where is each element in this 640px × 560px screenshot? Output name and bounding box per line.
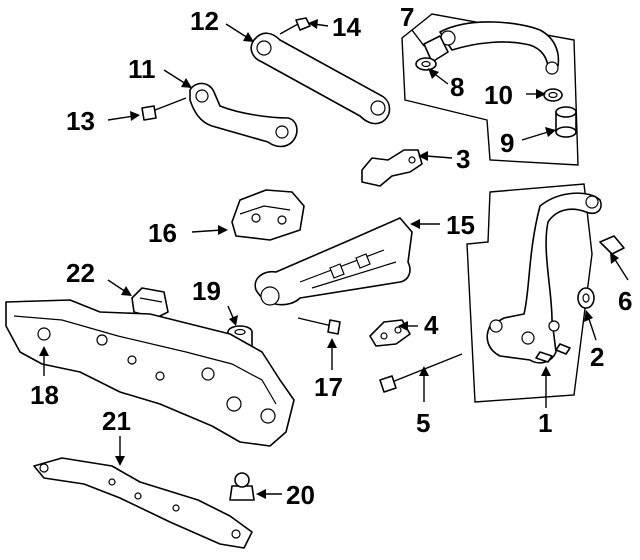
callout-16: 16 <box>148 218 177 248</box>
callout-5: 5 <box>416 408 430 438</box>
callout-2: 2 <box>590 342 604 372</box>
callout-11: 11 <box>128 54 156 84</box>
suspension-mount <box>231 189 305 241</box>
ball-joint <box>229 472 255 501</box>
long-bolt <box>379 353 463 393</box>
callout-18: 18 <box>30 380 59 410</box>
crossmember-bracket <box>131 287 169 319</box>
upper-link <box>250 32 391 125</box>
callout-17: 17 <box>314 372 343 402</box>
upper-control-arm <box>439 21 560 75</box>
knuckle-bolts <box>535 343 571 363</box>
callout-6: 6 <box>618 286 632 316</box>
callout-3: 3 <box>456 144 470 174</box>
knuckle-bushing <box>577 287 595 309</box>
crossmember-bolt <box>297 317 341 335</box>
callout-10: 10 <box>484 80 513 110</box>
callout-14: 14 <box>332 12 361 42</box>
callout-12: 12 <box>190 6 219 36</box>
washer <box>543 88 563 102</box>
callout-19: 19 <box>192 276 221 306</box>
callout-13: 13 <box>66 106 95 136</box>
callout-7: 7 <box>400 2 414 32</box>
upper-arm-bushing <box>415 35 449 71</box>
callout-20: 20 <box>286 480 315 510</box>
rear-crossmember <box>5 299 295 447</box>
link-bolt <box>279 17 311 35</box>
lower-link <box>189 82 298 148</box>
lower-stiffener <box>33 457 253 549</box>
callout-9: 9 <box>500 128 514 158</box>
callout-1: 1 <box>538 408 552 438</box>
callout-8: 8 <box>450 72 464 102</box>
leader-lines <box>39 19 629 499</box>
trailing-arm <box>254 217 413 306</box>
callout-22: 22 <box>66 258 95 288</box>
callout-21: 21 <box>102 406 131 436</box>
rear-knuckle <box>486 192 602 364</box>
callout-labels: 1 2 3 4 5 6 7 8 9 10 11 12 13 14 15 16 1… <box>30 2 632 510</box>
arm-bushing <box>555 106 577 138</box>
lower-link-bolt <box>141 97 187 121</box>
clip <box>599 235 625 255</box>
mounting-bracket-upper <box>361 149 423 187</box>
group-boundary-upper-arm <box>401 13 579 166</box>
callout-15: 15 <box>446 210 475 240</box>
callout-4: 4 <box>424 310 439 340</box>
